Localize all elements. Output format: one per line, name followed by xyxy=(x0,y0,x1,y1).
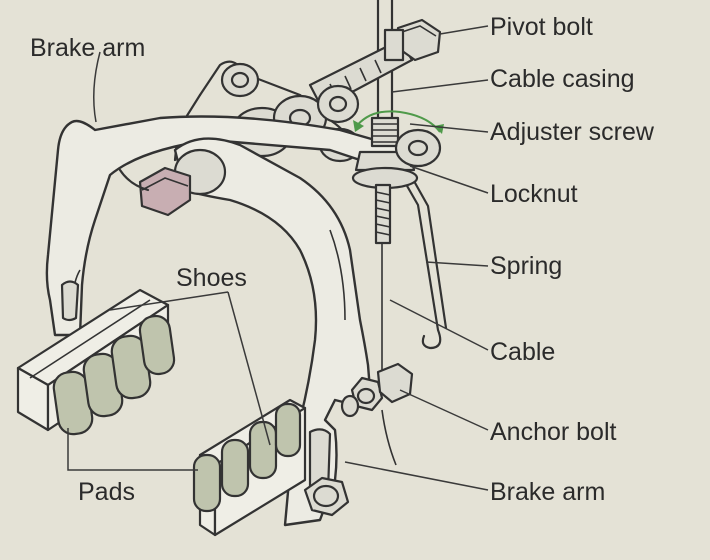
label-brake-arm-upper: Brake arm xyxy=(30,34,146,62)
adjuster-arrow-head xyxy=(353,120,364,132)
adjuster-arrow-head-2 xyxy=(434,124,444,134)
label-locknut: Locknut xyxy=(490,180,578,208)
label-pivot-bolt: Pivot bolt xyxy=(490,13,593,41)
label-shoes: Shoes xyxy=(176,264,247,292)
label-pads: Pads xyxy=(78,478,135,506)
mount-nut xyxy=(303,476,350,517)
center-nut xyxy=(118,148,227,217)
label-cable: Cable xyxy=(490,338,556,366)
adjuster-arrow xyxy=(354,110,441,133)
anchor-bolt xyxy=(340,362,414,418)
label-spring: Spring xyxy=(490,252,563,280)
adjuster-assembly xyxy=(351,116,442,245)
leader-lines xyxy=(67,25,489,491)
label-anchor-bolt: Anchor bolt xyxy=(490,418,617,446)
label-cable-casing: Cable casing xyxy=(490,65,635,93)
right-pads xyxy=(192,402,302,513)
label-adjuster-screw: Adjuster screw xyxy=(490,118,654,146)
label-brake-arm-lower: Brake arm xyxy=(490,478,606,506)
left-pads xyxy=(52,314,176,436)
back-brake-arm xyxy=(45,115,412,337)
